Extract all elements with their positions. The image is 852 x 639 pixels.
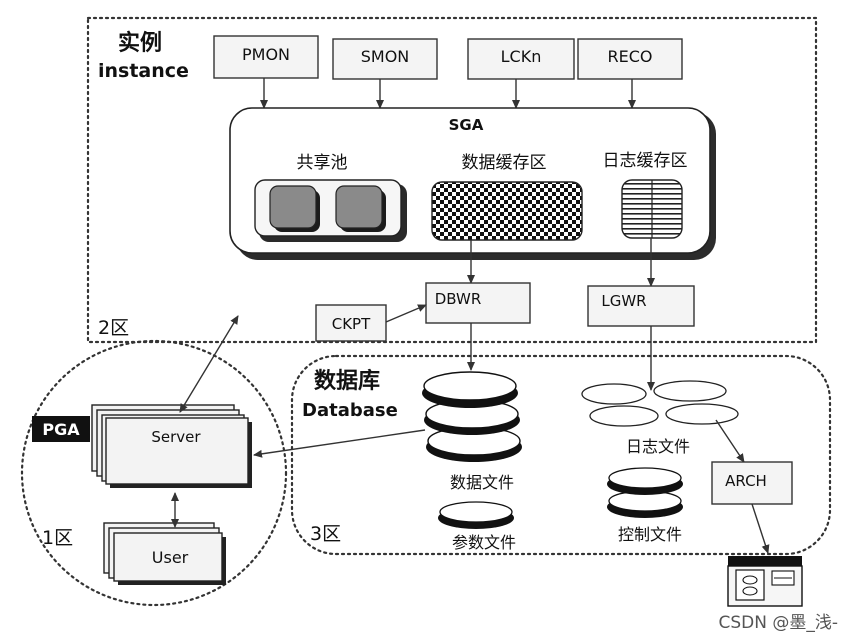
- pga-badge: PGA: [32, 416, 90, 442]
- data-files-stack: [422, 371, 522, 462]
- database-title-cn: 数据库: [314, 368, 380, 394]
- reco-label: RECO: [608, 47, 653, 66]
- client-boundary: [20, 339, 288, 607]
- lckn-label: LCKn: [501, 47, 542, 66]
- zone-1-label: 1区: [42, 527, 73, 549]
- reco-process: RECO: [577, 38, 683, 80]
- param-files-label: 参数文件: [452, 533, 516, 552]
- pmon-process: PMON: [213, 35, 319, 79]
- user-card-stack: User: [103, 522, 226, 585]
- lgwr-label: LGWR: [601, 292, 646, 310]
- archive-storage-icon: [727, 556, 803, 607]
- control-files-stack: [607, 467, 683, 518]
- data-files-label: 数据文件: [450, 473, 514, 492]
- db-buffer-cache-label: 数据缓存区: [462, 153, 547, 173]
- log-files-label: 日志文件: [626, 437, 690, 456]
- param-files-stack: [438, 501, 514, 529]
- redo-log-buffer-shape: [621, 179, 683, 239]
- ckpt-label: CKPT: [332, 315, 371, 333]
- control-files-label: 控制文件: [618, 525, 682, 544]
- server-label: Server: [151, 428, 201, 446]
- arch-to-archive-arrow: [751, 503, 770, 554]
- lgwr-process: LGWR: [587, 285, 695, 327]
- smon-process: SMON: [332, 38, 438, 80]
- dbwr-process: DBWR: [425, 282, 531, 324]
- database-boundary: [290, 354, 832, 556]
- dbwr-label: DBWR: [435, 290, 482, 308]
- shared-pool-shape: [254, 179, 407, 242]
- redo-log-buffer-label: 日志缓存区: [603, 151, 688, 171]
- logfiles-to-arch-arrow: [715, 419, 745, 463]
- ckpt-to-dbwr-arrow: [385, 304, 427, 323]
- instance-boundary: [86, 16, 818, 344]
- log-files-group: [581, 380, 739, 427]
- sga-title: SGA: [449, 116, 484, 134]
- sga-block: SGA 共享池 数据缓存区 日志缓存区: [229, 107, 716, 260]
- pga-label: PGA: [42, 420, 80, 439]
- db-buffer-cache-shape: [431, 181, 583, 241]
- arch-process: ARCH: [711, 461, 793, 505]
- shared-pool-label: 共享池: [297, 153, 348, 173]
- lckn-process: LCKn: [467, 38, 575, 80]
- ckpt-process: CKPT: [315, 304, 387, 342]
- datafiles-to-server-arrow: [253, 429, 426, 458]
- smon-label: SMON: [361, 47, 410, 66]
- watermark-text: CSDN @墨_浅-: [718, 613, 838, 633]
- user-label: User: [152, 548, 189, 567]
- database-title-en: Database: [302, 400, 398, 421]
- zone-3-label: 3区: [310, 523, 341, 545]
- zone-2-label: 2区: [98, 317, 129, 339]
- server-card-stack: Server: [91, 404, 252, 488]
- instance-title-en: instance: [98, 60, 189, 82]
- pmon-label: PMON: [242, 45, 290, 64]
- arch-label: ARCH: [725, 472, 767, 490]
- instance-title-cn: 实例: [118, 30, 162, 56]
- server-instance-arrow: [179, 315, 239, 413]
